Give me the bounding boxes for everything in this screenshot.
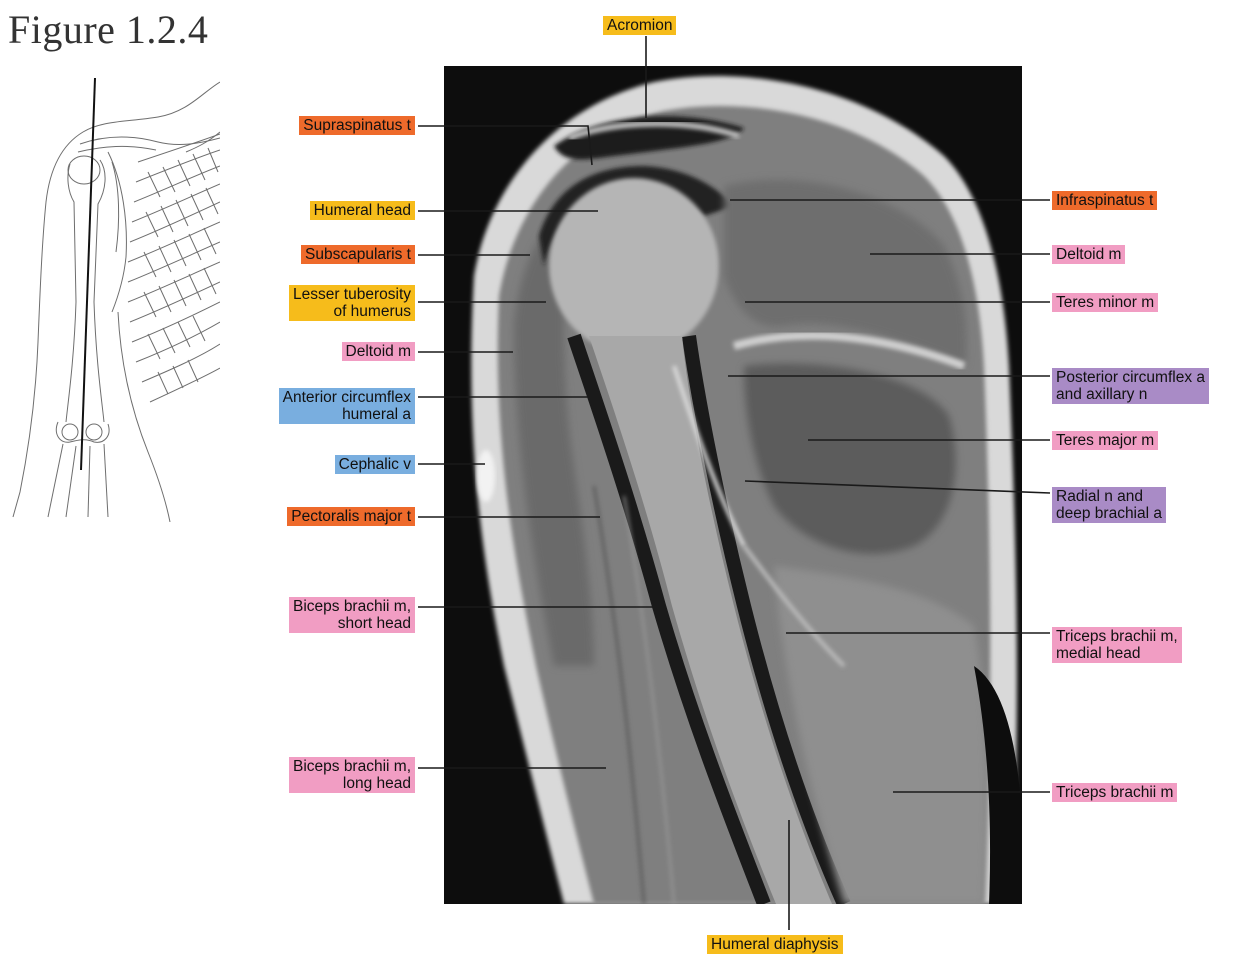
label-supraspinatus: Supraspinatus t [299,116,415,135]
label-line: Subscapularis t [305,246,411,263]
mri-sagittal-shoulder [444,66,1022,904]
label-line: Teres major m [1056,432,1154,449]
label-radial-n: Radial n and deep brachial a [1052,487,1166,523]
label-line: humeral a [283,406,411,423]
label-line: Deltoid m [1056,246,1121,263]
label-line: Supraspinatus t [303,117,411,134]
label-line: Acromion [607,17,672,34]
label-triceps: Triceps brachii m [1052,783,1177,802]
label-lesser-tuberosity: Lesser tuberosity of humerus [289,285,415,321]
label-teres-minor: Teres minor m [1052,293,1158,312]
label-line: and axillary n [1056,386,1205,403]
label-line: Anterior circumflex [283,389,411,406]
label-biceps-long: Biceps brachii m, long head [289,757,415,793]
label-line: Cephalic v [339,456,411,473]
label-humeral-head: Humeral head [310,201,415,220]
label-cephalic: Cephalic v [335,455,415,474]
label-line: Pectoralis major t [291,508,411,525]
label-line: Biceps brachii m, [293,758,411,775]
label-posterior-circumflex: Posterior circumflex a and axillary n [1052,368,1209,404]
label-subscapularis: Subscapularis t [301,245,415,264]
label-anterior-circumflex: Anterior circumflex humeral a [279,388,415,424]
label-line: Biceps brachii m, [293,598,411,615]
label-teres-major: Teres major m [1052,431,1158,450]
label-biceps-short: Biceps brachii m, short head [289,597,415,633]
label-line: Triceps brachii m, [1056,628,1178,645]
label-line: Humeral head [314,202,411,219]
mri-image [444,66,1022,904]
slice-indicator-line [81,78,95,470]
skeleton-illustration [8,72,220,522]
label-line: of humerus [293,303,411,320]
skeleton-diagram [8,72,220,522]
label-line: Posterior circumflex a [1056,369,1205,386]
label-line: medial head [1056,645,1178,662]
label-line: Infraspinatus t [1056,192,1153,209]
figure-title: Figure 1.2.4 [8,6,208,53]
label-pectoralis: Pectoralis major t [287,507,415,526]
label-infraspinatus: Infraspinatus t [1052,191,1157,210]
label-line: Deltoid m [346,343,411,360]
label-line: Humeral diaphysis [711,936,839,953]
label-acromion: Acromion [603,16,676,35]
label-line: Lesser tuberosity [293,286,411,303]
label-line: long head [293,775,411,792]
label-deltoid-right: Deltoid m [1052,245,1125,264]
label-humeral-diaphysis: Humeral diaphysis [707,935,843,954]
label-line: Teres minor m [1056,294,1154,311]
label-deltoid-left: Deltoid m [342,342,415,361]
label-triceps-medial: Triceps brachii m, medial head [1052,627,1182,663]
label-line: Triceps brachii m [1056,784,1173,801]
label-line: short head [293,615,411,632]
label-line: Radial n and [1056,488,1162,505]
label-line: deep brachial a [1056,505,1162,522]
